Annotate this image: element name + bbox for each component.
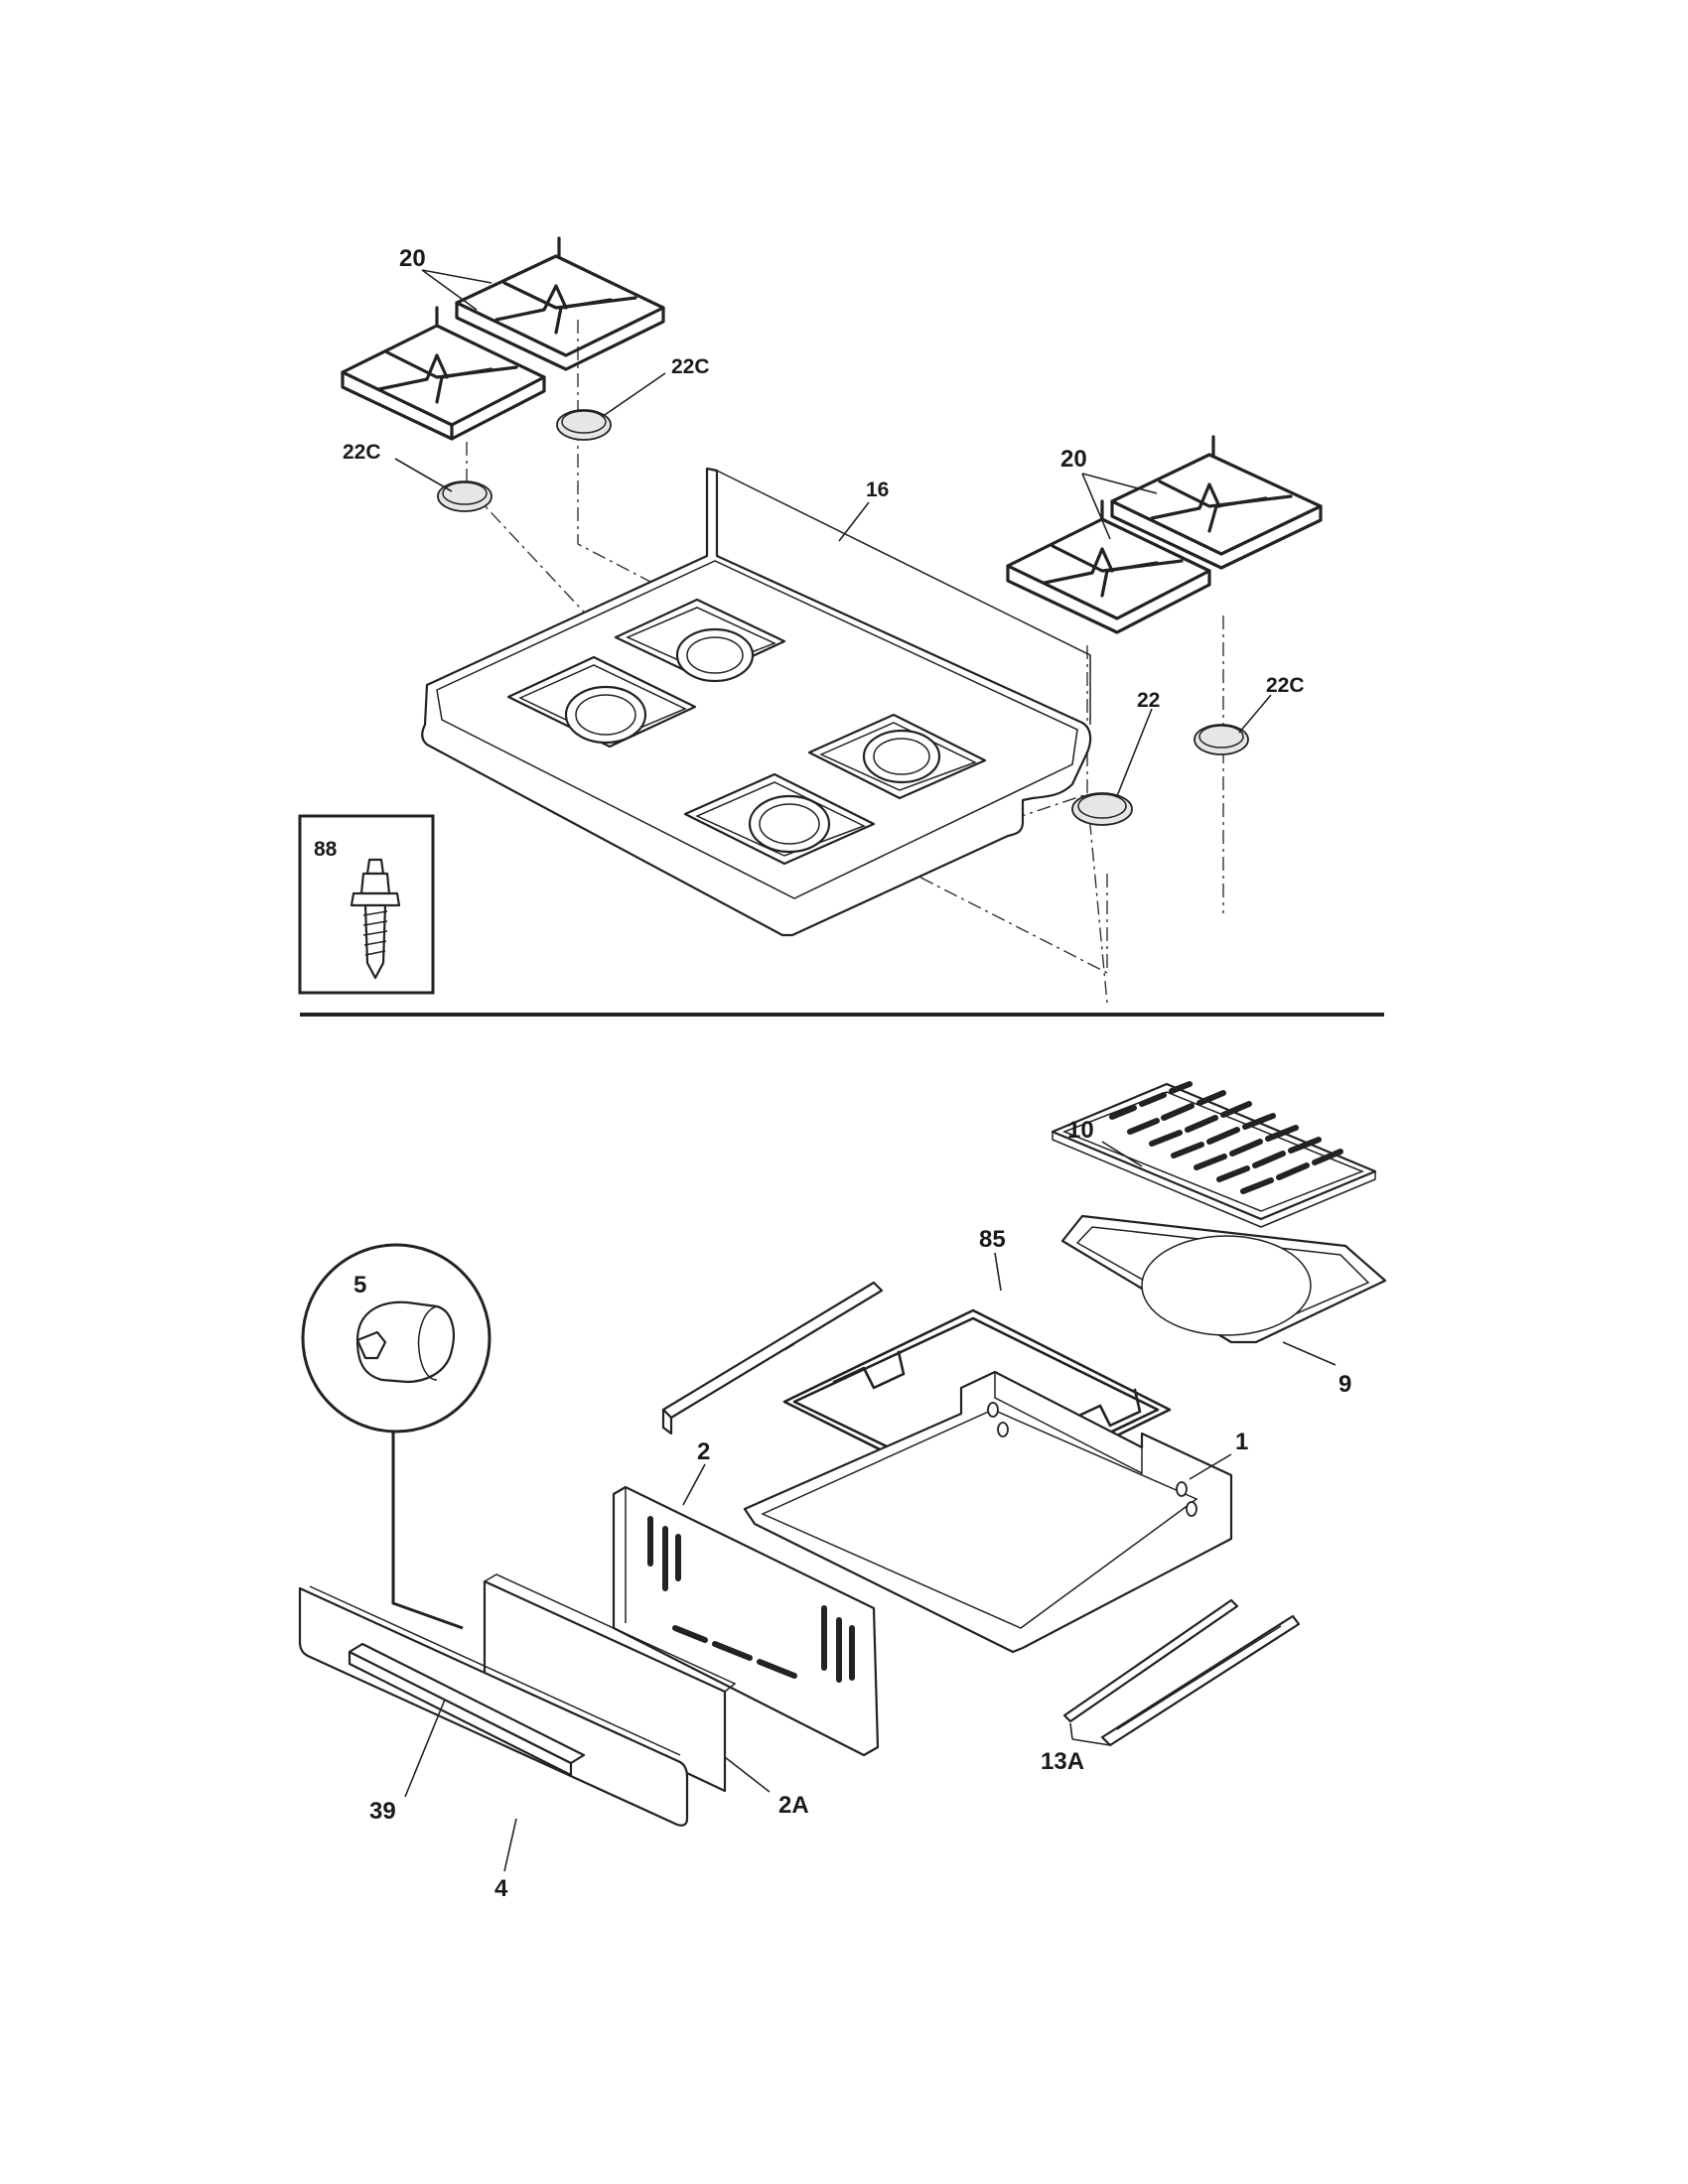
bottom-leaders xyxy=(404,1141,1336,1872)
knob-connector-line xyxy=(391,1432,464,1630)
label-16: 16 xyxy=(866,478,889,501)
drawer-assembly: 10 85 5 9 1 2 2A 13A 39 4 xyxy=(298,1081,1387,1902)
label-10: 10 xyxy=(1067,1117,1094,1144)
drawer-body-holes xyxy=(987,1402,1197,1517)
grate-left-rear xyxy=(455,236,665,371)
label-22c-right: 22C xyxy=(1266,674,1305,697)
drawer-body-1 xyxy=(743,1370,1233,1654)
burner-cap-22-right xyxy=(1071,792,1133,826)
label-1: 1 xyxy=(1235,1429,1248,1455)
side-rail-upper xyxy=(661,1281,884,1435)
burner-cap-22c-lower-left xyxy=(437,480,492,512)
drawer-panel-2a xyxy=(483,1573,737,1793)
section-divider xyxy=(300,1013,1384,1017)
label-2: 2 xyxy=(697,1438,710,1465)
screw-icon xyxy=(350,858,401,980)
label-22c-lower-left: 22C xyxy=(343,441,381,464)
cooktop-16 xyxy=(421,467,1092,937)
label-22c-upper-left: 22C xyxy=(671,355,710,378)
broiler-grid-10 xyxy=(1051,1081,1377,1228)
label-2a: 2A xyxy=(778,1792,809,1819)
label-9: 9 xyxy=(1338,1371,1351,1398)
label-88: 88 xyxy=(314,838,338,861)
cooktop-assembly: 20 22C 22C 16 20 22 22C 88 xyxy=(298,236,1323,1004)
label-22: 22 xyxy=(1137,689,1160,712)
broiler-grid-slots xyxy=(1109,1081,1343,1194)
label-20-left: 20 xyxy=(399,245,426,272)
grate-right-front xyxy=(1006,499,1211,634)
label-85: 85 xyxy=(979,1226,1006,1253)
handle-39 xyxy=(348,1642,586,1777)
broiler-pan-9 xyxy=(1060,1214,1387,1344)
drawer-front-4 xyxy=(298,1585,689,1827)
knob-icon xyxy=(355,1300,455,1384)
label-20-right: 20 xyxy=(1060,446,1087,473)
knob-inset-5 xyxy=(301,1243,492,1433)
grate-right-rear xyxy=(1110,435,1323,570)
inset-88: 88 xyxy=(298,814,435,995)
drawer-back-slots xyxy=(647,1516,855,1683)
label-13a: 13A xyxy=(1041,1748,1084,1775)
drawer-back-2 xyxy=(612,1485,880,1757)
label-5: 5 xyxy=(353,1272,366,1298)
grate-left-front xyxy=(341,306,546,441)
burner-cap-22c-upper-left xyxy=(556,409,612,441)
label-4: 4 xyxy=(494,1875,508,1902)
burner-cap-22c-right xyxy=(1194,724,1249,755)
slides-13a xyxy=(1062,1598,1301,1747)
top-leaders xyxy=(394,269,1272,797)
label-39: 39 xyxy=(369,1798,396,1825)
